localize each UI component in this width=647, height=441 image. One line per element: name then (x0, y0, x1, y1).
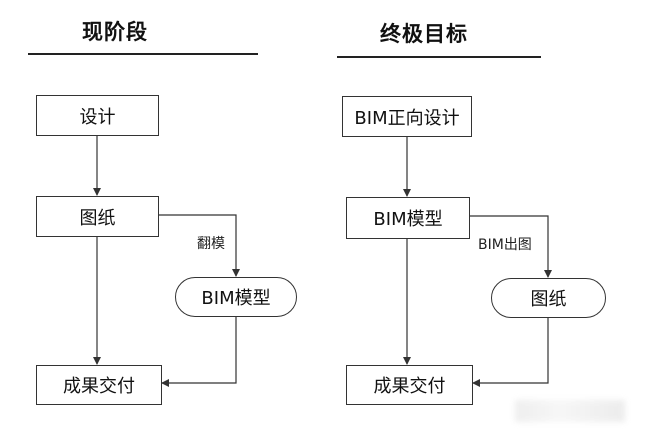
right-heading: 终极目标 (380, 22, 468, 46)
left-heading: 现阶段 (82, 20, 148, 44)
right-node-drawing: 图纸 (491, 278, 606, 318)
left-node-delivery: 成果交付 (36, 365, 162, 405)
right-arrow-bim-to-drawing (470, 215, 552, 278)
left-arrow-bim-to-delivery (161, 316, 237, 387)
left-node-bim-model: BIM模型 (175, 277, 297, 317)
right-arrow-drawing-to-delivery (472, 317, 549, 387)
left-edge-label: 翻模 (196, 233, 226, 253)
right-node-design: BIM正向设计 (342, 96, 472, 137)
right-node-bim-model: BIM模型 (346, 197, 470, 239)
right-edge-label: BIM出图 (477, 234, 533, 254)
left-node-drawing: 图纸 (36, 196, 159, 237)
blurred-watermark (515, 400, 625, 422)
left-node-design: 设计 (36, 95, 159, 136)
right-node-delivery: 成果交付 (346, 365, 473, 405)
left-arrow-drawing-to-bim (159, 214, 240, 277)
